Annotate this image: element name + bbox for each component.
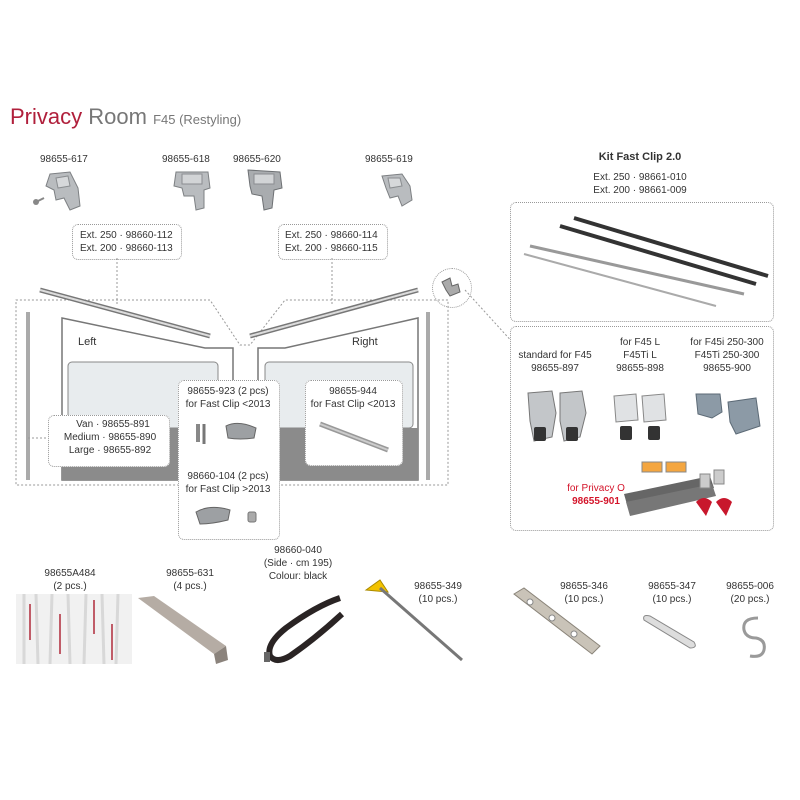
part-620-image: [247, 169, 283, 211]
title-privacy: Privacy: [10, 104, 83, 129]
left-rail-label-box: [72, 224, 182, 260]
bottom-qty-a484: (2 pcs.): [53, 581, 87, 592]
part-618-image: [173, 171, 211, 211]
title-model: F45 (Restyling): [153, 112, 242, 127]
adapter-standard-l2: 98655-897: [531, 363, 579, 374]
bottom-image-346: [513, 587, 601, 655]
adapter-f45i-l2: F45Ti 250-300: [694, 350, 760, 361]
bottom-image-631: [138, 596, 228, 664]
panel-left-label: Left: [78, 336, 97, 348]
bottom-qty-347: (10 pcs.): [652, 594, 692, 605]
adapter-privacy-image: [624, 461, 732, 516]
part-code-618: 98655-618: [162, 154, 210, 165]
adapter-privacy-l1: for Privacy O: [567, 483, 625, 494]
bottom-code-a484: 98655A484: [44, 568, 96, 579]
bottom-qty-006: (20 pcs.): [730, 594, 770, 605]
left-rail-ext250: Ext. 250 · 98660-112: [80, 230, 173, 241]
clip-old-code: 98655-923 (2 pcs): [187, 386, 269, 397]
bar-944-note: for Fast Clip <2013: [310, 399, 396, 410]
bottom-qty-346: (10 pcs.): [564, 594, 604, 605]
adapter-f45l-l3: 98655-898: [616, 363, 664, 374]
part-code-619: 98655-619: [365, 154, 413, 165]
part-code-617: 98655-617: [40, 154, 88, 165]
clip-old-image: [196, 422, 257, 444]
kit-ext250: Ext. 250 · 98661-010: [593, 172, 687, 183]
bottom-image-040: [264, 595, 345, 663]
part-code-620: 98655-620: [233, 154, 281, 165]
kit-ext200: Ext. 200 · 98661-009: [593, 185, 687, 196]
kit-rails-image: [523, 216, 769, 307]
part-619-image: [381, 173, 413, 207]
right-rail-ext200: Ext. 200 · 98660-115: [285, 243, 378, 254]
part-617-image: [33, 171, 81, 211]
adapter-f45i-l1: for F45i 250-300: [690, 337, 764, 348]
adapter-f45l-image: [613, 393, 667, 440]
clip-new-code: 98660-104 (2 pcs): [187, 471, 269, 482]
bottom-qty-631: (4 pcs.): [173, 581, 207, 592]
adapter-standard-l1: standard for F45: [518, 350, 592, 361]
left-rail-ext200: Ext. 200 · 98660-113: [80, 243, 173, 254]
right-rail-ext250: Ext. 250 · 98660-114: [285, 230, 378, 241]
size-large: Large · 98655-892: [68, 445, 152, 456]
title-room: Room: [88, 104, 147, 129]
panel-right-label: Right: [352, 336, 378, 348]
size-medium: Medium · 98655-890: [63, 432, 157, 443]
adapter-f45l-l1: for F45 L: [619, 337, 661, 348]
bottom-code-349: 98655-349: [414, 581, 462, 592]
bottom-code-631: 98655-631: [166, 568, 214, 579]
bottom-image-349: [364, 579, 463, 662]
adapter-f45l-l2: F45Ti L: [623, 350, 657, 361]
size-van: Van · 98655-891: [76, 419, 150, 430]
adapter-privacy-l2: 98655-901: [572, 496, 620, 507]
bottom-qty-040: (Side · cm 195): [263, 558, 333, 569]
page-title: Privacy Room F45 (Restyling): [10, 104, 241, 130]
right-rail-label-box: [278, 224, 388, 260]
bottom-code-346: 98655-346: [560, 581, 608, 592]
adapter-standard-image: [527, 390, 587, 442]
bottom-code-040: 98660-040: [274, 545, 322, 556]
bottom-image-347: [643, 615, 696, 649]
adapter-f45i-image: [695, 393, 761, 435]
clip-old-note: for Fast Clip <2013: [185, 399, 271, 410]
clip-new-note: for Fast Clip >2013: [185, 484, 271, 495]
bottom-extra-040: Colour: black: [268, 571, 328, 582]
corner-clip-icon: [432, 268, 472, 308]
corner-clip-part: [441, 277, 461, 297]
bottom-code-006: 98655-006: [726, 581, 774, 592]
bottom-image-a484: [16, 593, 132, 665]
bar-944-code: 98655-944: [329, 386, 377, 397]
sizes-box: [48, 415, 170, 467]
bar-944-image: [319, 421, 389, 453]
bottom-image-006: [742, 616, 766, 658]
adapter-f45i-l3: 98655-900: [703, 363, 751, 374]
kit-title: Kit Fast Clip 2.0: [598, 151, 682, 163]
bottom-qty-349: (10 pcs.): [418, 594, 458, 605]
clip-new-image: [195, 506, 257, 525]
bottom-code-347: 98655-347: [648, 581, 696, 592]
